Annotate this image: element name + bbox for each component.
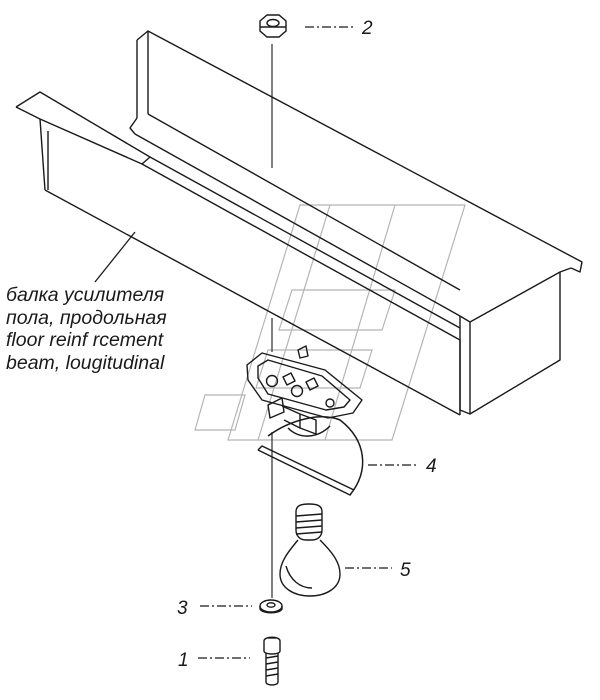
beam-label-line-2: пола, продольная xyxy=(6,306,167,329)
beam xyxy=(15,30,583,416)
callout-number-2: 2 xyxy=(361,18,373,39)
washer-part xyxy=(259,599,283,614)
beam-label-line-3: floor reinf rcement xyxy=(6,329,164,351)
lamp-cover-part xyxy=(257,416,364,496)
beam-label-line-4: beam, lougitudinal xyxy=(6,351,165,374)
bulb-part xyxy=(279,503,341,597)
nut-part xyxy=(259,14,287,38)
beam-label-line-1: балка усилителя xyxy=(6,284,165,306)
callout-4: 4 xyxy=(368,456,437,477)
beam-label-leader xyxy=(94,231,136,283)
beam-label: балка усилителя пола, продольная floor r… xyxy=(6,284,167,374)
watermark-logo xyxy=(194,204,466,441)
lamp-housing-base xyxy=(246,345,363,435)
callout-1: 1 xyxy=(178,650,250,671)
callout-number-4: 4 xyxy=(426,456,437,477)
callout-2: 2 xyxy=(305,18,373,39)
screw-part xyxy=(263,636,281,686)
callout-5: 5 xyxy=(345,560,411,581)
callout-number-3: 3 xyxy=(177,598,188,619)
callout-number-1: 1 xyxy=(178,650,189,671)
callout-number-5: 5 xyxy=(400,560,411,581)
callout-3: 3 xyxy=(177,598,252,619)
